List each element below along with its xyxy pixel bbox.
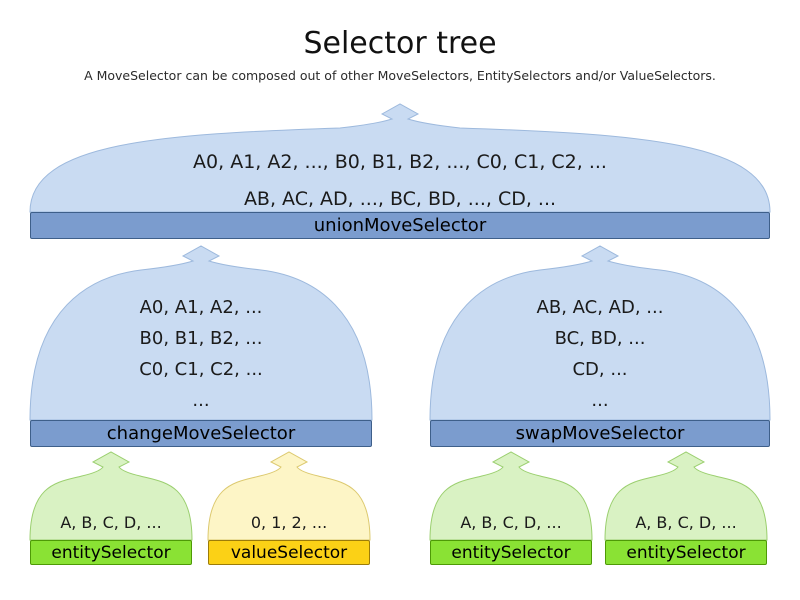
entity1-values-text: A, B, C, D, ... xyxy=(30,510,192,536)
diagram-title: Selector tree xyxy=(303,26,497,61)
diagram-subtitle: A MoveSelector can be composed out of ot… xyxy=(84,68,716,83)
change-move-selector-bar: changeMoveSelector xyxy=(30,420,372,447)
entity-selector-bar-1: entitySelector xyxy=(30,540,192,565)
union-move-selector-node: A0, A1, A2, ..., B0, B1, B2, ..., C0, C1… xyxy=(29,103,771,239)
move-line: BC, BD, ... xyxy=(554,328,646,349)
move-line: A, B, C, D, ... xyxy=(635,513,737,532)
move-line: A0, A1, A2, ..., B0, B1, B2, ..., C0, C1… xyxy=(193,151,607,173)
value-values-text: 0, 1, 2, ... xyxy=(208,510,370,536)
value-selector-bar: valueSelector xyxy=(208,540,370,565)
move-line: A, B, C, D, ... xyxy=(460,513,562,532)
move-line: A0, A1, A2, ... xyxy=(139,297,263,318)
move-line: AB, AC, AD, ... xyxy=(536,297,664,318)
entity-selector-bar-3: entitySelector xyxy=(605,540,767,565)
value-selector-label: valueSelector xyxy=(230,542,348,563)
value-selector-node: 0, 1, 2, ... valueSelector xyxy=(207,451,371,565)
entity-selector-node-3: A, B, C, D, ... entitySelector xyxy=(604,451,768,565)
move-line: B0, B1, B2, ... xyxy=(139,328,263,349)
move-line: C0, C1, C2, ... xyxy=(139,359,263,380)
value-balloon-shape xyxy=(207,451,371,541)
entity-selector-node-2: A, B, C, D, ... entitySelector xyxy=(429,451,593,565)
entity2-values-text: A, B, C, D, ... xyxy=(430,510,592,536)
entity-selector-label-3: entitySelector xyxy=(626,542,746,563)
entity-selector-label-2: entitySelector xyxy=(451,542,571,563)
entity-selector-bar-2: entitySelector xyxy=(430,540,592,565)
entity1-balloon-shape xyxy=(29,451,193,541)
change-balloon-shape xyxy=(29,245,373,421)
move-line: A, B, C, D, ... xyxy=(60,513,162,532)
swap-move-selector-label: swapMoveSelector xyxy=(515,423,685,444)
entity2-balloon-shape xyxy=(429,451,593,541)
move-line: CD, ... xyxy=(572,359,628,380)
union-move-selector-label: unionMoveSelector xyxy=(313,215,487,236)
change-move-selector-node: A0, A1, A2, ... B0, B1, B2, ... C0, C1, … xyxy=(29,245,373,447)
swap-move-selector-node: AB, AC, AD, ... BC, BD, ... CD, ... ... … xyxy=(429,245,771,447)
swap-move-selector-bar: swapMoveSelector xyxy=(430,420,770,447)
union-move-selector-bar: unionMoveSelector xyxy=(30,212,770,239)
move-line: 0, 1, 2, ... xyxy=(250,513,328,532)
swap-moves-text: AB, AC, AD, ... BC, BD, ... CD, ... ... xyxy=(430,292,770,416)
change-moves-text: A0, A1, A2, ... B0, B1, B2, ... C0, C1, … xyxy=(30,292,372,416)
entity3-values-text: A, B, C, D, ... xyxy=(605,510,767,536)
move-line: ... xyxy=(192,390,210,411)
union-balloon-shape xyxy=(29,103,771,213)
move-line: ... xyxy=(591,390,609,411)
entity3-balloon-shape xyxy=(604,451,768,541)
swap-balloon-shape xyxy=(429,245,771,421)
union-moves-text: A0, A1, A2, ..., B0, B1, B2, ..., C0, C1… xyxy=(30,144,770,218)
move-line: AB, AC, AD, ..., BC, BD, ..., CD, ... xyxy=(243,188,557,210)
entity-selector-label-1: entitySelector xyxy=(51,542,171,563)
entity-selector-node-1: A, B, C, D, ... entitySelector xyxy=(29,451,193,565)
change-move-selector-label: changeMoveSelector xyxy=(106,423,296,444)
